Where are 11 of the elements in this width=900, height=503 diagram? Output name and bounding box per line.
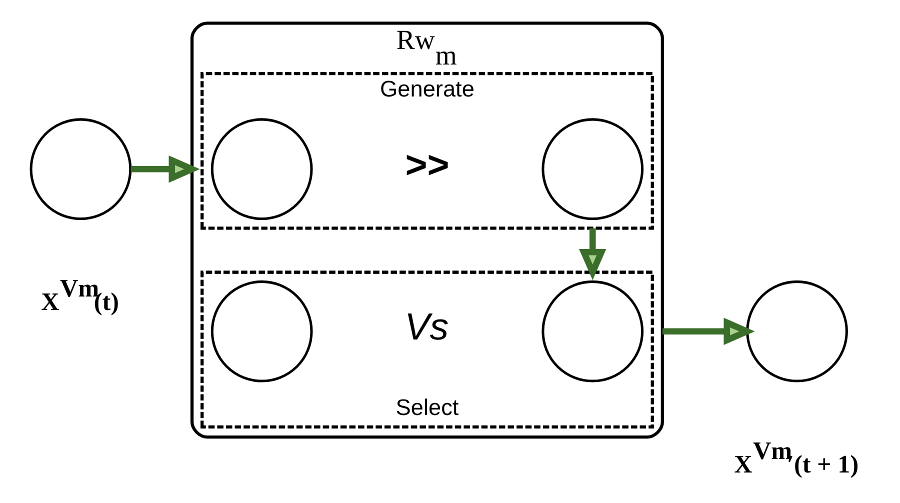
node-circle (541, 280, 644, 382)
label: >> (404, 143, 449, 186)
arrow (578, 228, 606, 280)
node-circle (210, 118, 312, 220)
node-circle (541, 118, 644, 220)
arrow (130, 156, 200, 183)
node-circle (746, 280, 848, 382)
arrow (662, 318, 754, 345)
node-circle (29, 118, 132, 220)
label: Vs (404, 306, 448, 348)
node-circle (210, 280, 312, 382)
